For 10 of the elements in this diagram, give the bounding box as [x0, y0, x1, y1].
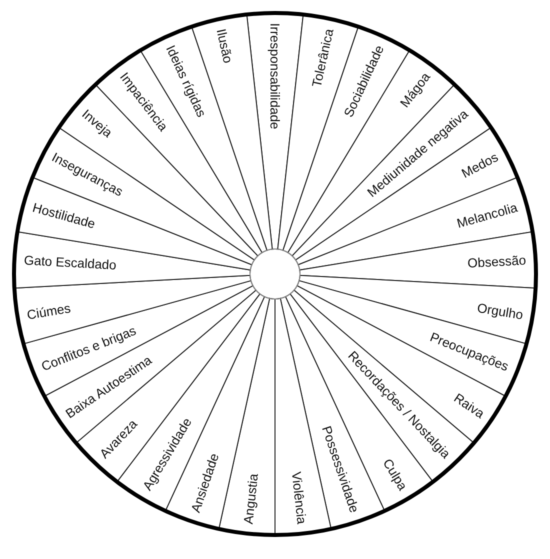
sector-label: Ilusão	[214, 27, 236, 64]
sector-label: Violência	[289, 470, 310, 524]
sector-label: Ciúmes	[26, 300, 72, 322]
sector-label: Tolerânica	[308, 27, 336, 88]
sector-label: Ideias rígidas	[162, 43, 209, 120]
sector-label: Angustia	[240, 472, 261, 524]
sector-label: Gato Escaldado	[24, 252, 118, 273]
sector-label: Obsessão	[466, 252, 526, 272]
sector-label: Orgulho	[476, 300, 524, 322]
sector-label: Irresponsabilidade	[268, 23, 282, 130]
